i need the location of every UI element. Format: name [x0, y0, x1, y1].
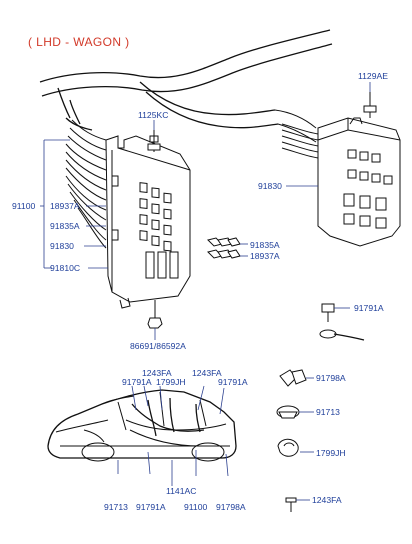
- left-fuse-box: [105, 135, 191, 309]
- label-91835a-right: 91835A: [250, 240, 280, 250]
- diagram-header: ( LHD - WAGON ): [28, 35, 130, 49]
- label-91830-left: 91830: [50, 241, 74, 251]
- label-91798a-bottom: 91798A: [216, 502, 246, 512]
- screw-1243fa-icon: [285, 497, 310, 512]
- left-wire-bundle: [65, 119, 107, 249]
- label-1243fa-right: 1243FA: [312, 495, 342, 505]
- grommet-91798a-icon: [279, 369, 314, 387]
- right-fuse-box: [317, 117, 401, 247]
- label-1141ac: 1141AC: [166, 486, 196, 496]
- bolt-1125kc-icon: [147, 130, 161, 152]
- label-91791a-b: 91791A: [218, 377, 248, 387]
- label-1129ae: 1129AE: [358, 71, 388, 81]
- ground-screw-icon: [321, 303, 350, 322]
- car-wagon-illustration: [47, 389, 237, 462]
- bolt-86691-icon: [147, 300, 163, 340]
- label-91810c: 91810C: [50, 263, 80, 273]
- label-91100-bottom: 91100: [184, 502, 207, 512]
- label-91713-bottom: 91713: [104, 502, 128, 512]
- grommet-91713-icon: [276, 405, 314, 419]
- label-1125kc: 1125KC: [138, 110, 168, 120]
- part-labels: 1129AE 1125KC 91100 18937A 91835A 91830 …: [12, 71, 388, 512]
- label-91835a-left: 91835A: [50, 221, 80, 231]
- label-91830-right: 91830: [258, 181, 282, 191]
- ground-cable-icon: [319, 329, 365, 341]
- clamp-1799jh-icon: [277, 438, 314, 457]
- label-1799jh-right: 1799JH: [316, 448, 346, 458]
- label-18937a-left: 18937A: [50, 201, 80, 211]
- main-harness: [39, 29, 333, 143]
- label-1243fa-b: 1243FA: [192, 368, 222, 378]
- car-leader-lines: [117, 385, 229, 486]
- label-86691-86592a: 86691/86592A: [130, 341, 186, 351]
- label-91791a-a: 91791A: [122, 377, 152, 387]
- label-91791a-c: 91791A: [136, 502, 166, 512]
- label-91100-left: 91100: [12, 201, 35, 211]
- right-wire-bundle: [281, 123, 319, 159]
- label-91791a-right: 91791A: [354, 303, 384, 313]
- left-bracket: [40, 120, 318, 269]
- relay-connectors-icon: [207, 237, 248, 259]
- label-91798a-right: 91798A: [316, 373, 346, 383]
- label-91713-right: 91713: [316, 407, 340, 417]
- label-1243fa-a: 1243FA: [142, 368, 172, 378]
- bolt-1129ae-icon: [363, 82, 377, 118]
- label-18937a-right: 18937A: [250, 251, 280, 261]
- label-1799jh-a: 1799JH: [156, 377, 186, 387]
